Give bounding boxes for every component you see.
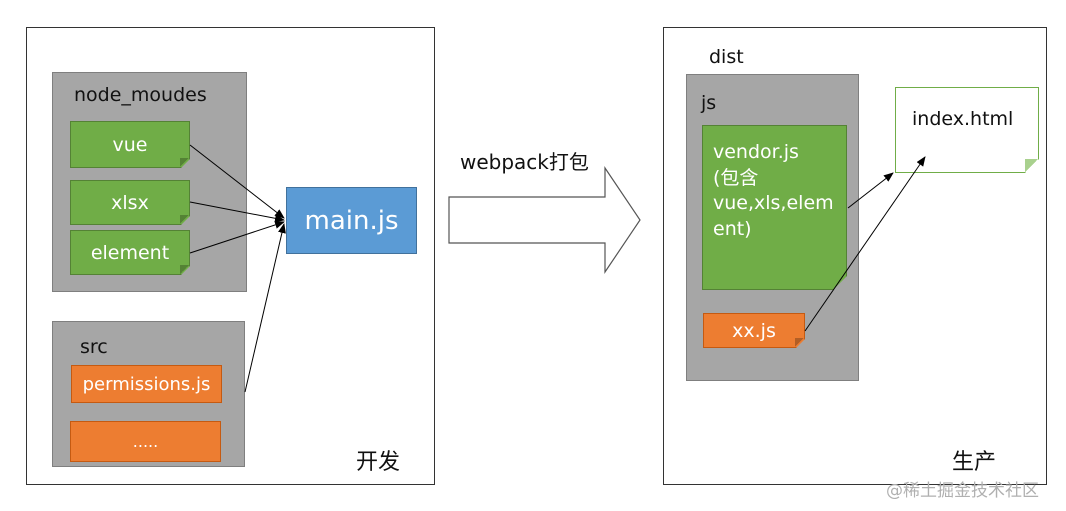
module-element: element <box>70 230 190 275</box>
module-element-label: element <box>90 241 170 264</box>
module-xlsx-label: xlsx <box>111 191 149 214</box>
vendor-line-3: vue,xls,elem <box>713 192 834 215</box>
webpack-big-arrow <box>448 166 641 274</box>
watermark: @稀土掘金技术社区 <box>886 481 1039 501</box>
src-other: ..... <box>70 421 221 462</box>
vendor-line-4: ent) <box>713 217 752 240</box>
dist-title: dist <box>709 46 744 68</box>
src-permissions: permissions.js <box>71 365 222 403</box>
js-folder-title: js <box>701 92 717 114</box>
module-xlsx: xlsx <box>70 180 190 225</box>
webpack-label: webpack打包 <box>460 150 589 174</box>
module-vue-label: vue <box>112 133 148 156</box>
vendor-line-1: vendor.js <box>713 141 799 163</box>
prod-label: 生产 <box>952 450 997 475</box>
xx-js-file: xx.js <box>703 313 805 348</box>
vendor-js-file: vendor.js (包含 vue,xls,elem ent) <box>702 125 847 290</box>
src-title: src <box>80 336 108 358</box>
module-vue: vue <box>70 121 190 168</box>
node-modules-title: node_moudes <box>74 84 207 106</box>
vendor-line-2: (包含 <box>713 166 759 189</box>
main-js-label: main.js <box>304 205 399 236</box>
xx-js-label: xx.js <box>732 319 776 342</box>
index-html-file: index.html <box>895 87 1039 173</box>
main-js-box: main.js <box>286 187 417 254</box>
index-html-label: index.html <box>912 108 1014 130</box>
src-other-label: ..... <box>132 432 159 451</box>
dev-label: 开发 <box>356 450 401 475</box>
src-permissions-label: permissions.js <box>82 373 211 395</box>
